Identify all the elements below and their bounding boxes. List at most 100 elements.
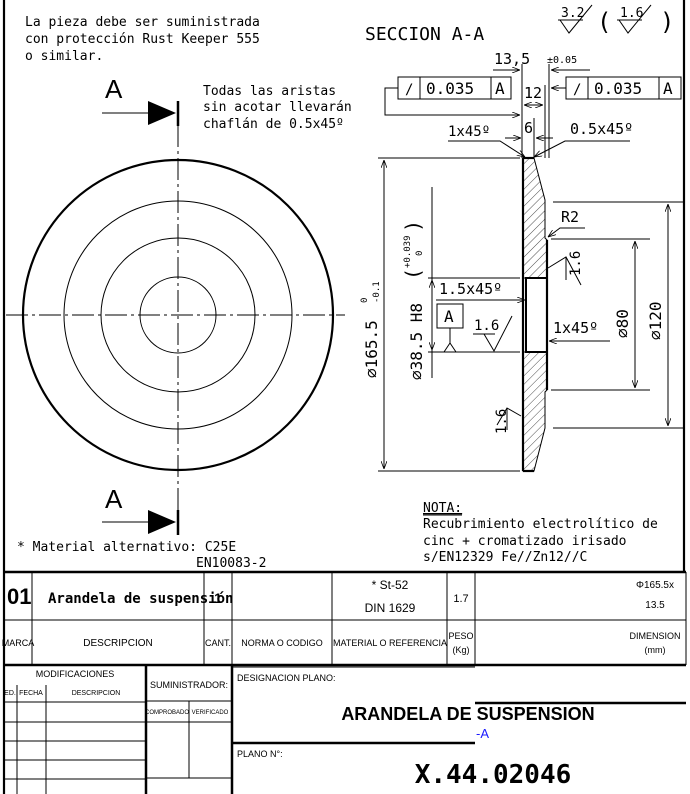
mod-col-ed: ED. <box>4 690 16 697</box>
outer-tol-upper: 0 <box>360 298 370 303</box>
radius-value: R2 <box>561 208 579 226</box>
note-line: chaflán de 0.5x45º <box>203 117 344 132</box>
thickness-tol: ±0.05 <box>547 55 577 66</box>
roughness-value: 1.6 <box>568 251 584 276</box>
suministrador-label: SUMINISTRADOR: <box>150 680 228 690</box>
row-material-1: * St-52 <box>372 578 409 592</box>
roughness-bore: 1.6 <box>473 315 513 353</box>
fcf-right: / 0.035 A <box>551 76 682 100</box>
section-title: SECCION A-A <box>365 24 484 45</box>
dim-80: ⌀80 <box>551 238 650 391</box>
dim-12: 12 <box>524 84 546 158</box>
chamfer-1-label: 1x45º <box>448 124 525 157</box>
runout-symbol: / <box>573 82 581 98</box>
paren-close: ) <box>660 8 674 36</box>
dim-outer-diameter: ⌀165.5 0 -0.1 <box>360 157 520 472</box>
roughness-value: 3.2 <box>561 6 584 21</box>
dim-120: ⌀120 <box>553 201 684 429</box>
outer-diameter-value: ⌀165.5 <box>362 320 381 378</box>
paren-open: ( <box>401 268 425 280</box>
section-label: A <box>105 484 123 514</box>
row-dimension-2: 13.5 <box>645 600 665 611</box>
roughness-value: 1.6 <box>620 6 643 21</box>
dim-12-value: 12 <box>524 84 542 102</box>
header-dimension-1: DIMENSION <box>629 631 680 641</box>
note-line: Todas las aristas <box>203 84 336 99</box>
roughness-value: 1.6 <box>494 409 510 434</box>
header-marca: MARCA <box>2 638 35 648</box>
verificado-label: VERIFICADO <box>192 710 229 716</box>
front-view <box>6 125 345 515</box>
datum-label: A <box>444 307 454 326</box>
mod-col-fecha: FECHA <box>19 690 43 697</box>
row-material-2: DIN 1629 <box>365 601 416 615</box>
chamfer-1b-label: 1x45º <box>549 319 610 341</box>
bore-tol-upper: +0.039 <box>403 235 413 268</box>
dim-bore-diameter: ⌀38.5 H8 ( +0.039 0 ) <box>401 187 520 380</box>
dim-6: 6 <box>505 118 553 158</box>
row-descripcion: Arandela de suspensión <box>48 591 233 607</box>
dia-80-value: ⌀80 <box>613 309 632 338</box>
mod-col-descripcion: DESCRIPCION <box>72 690 121 697</box>
coating-note: NOTA: Recubrimiento electrolítico de cin… <box>423 501 658 565</box>
chamfer-value: 0.5x45º <box>570 120 633 138</box>
note-line: o similar. <box>25 49 103 64</box>
nota-line: s/EN12329 Fe//Zn12//C <box>423 550 587 565</box>
section-arrow-bottom: A <box>102 484 180 535</box>
roughness-value: 1.6 <box>474 318 499 334</box>
chamfer-value: 1.5x45º <box>439 280 502 298</box>
dia-120-value: ⌀120 <box>646 301 665 340</box>
edges-note: Todas las aristas sin acotar llevarán ch… <box>203 84 352 132</box>
fcf-value: 0.035 <box>426 79 474 98</box>
header-peso-2: (Kg) <box>452 645 469 655</box>
header-material: MATERIAL O REFERENCIA <box>333 638 447 648</box>
dim-thickness: 13,5 ±0.05 <box>493 50 590 158</box>
comprobado-label: COMPROBADO <box>145 710 189 716</box>
header-cant: CANT. <box>205 638 231 648</box>
revision-label: -A <box>476 726 489 741</box>
row-marca: 01 <box>7 584 31 609</box>
nota-title: NOTA: <box>423 501 462 516</box>
paren-open: ( <box>597 8 611 36</box>
designacion-label: DESIGNACION PLANO: <box>237 673 336 683</box>
nota-line: Recubrimiento electrolítico de <box>423 517 658 532</box>
header-norma: NORMA O CODIGO <box>241 638 323 648</box>
note-line: La pieza debe ser suministrada <box>25 15 260 30</box>
note-line: sin acotar llevarán <box>203 100 352 115</box>
plano-number: X.44.02046 <box>415 760 572 790</box>
note-line: con protección Rust Keeper 555 <box>25 32 260 47</box>
plano-label: PLANO N°: <box>237 749 283 759</box>
row-peso: 1.7 <box>453 593 468 605</box>
protection-note: La pieza debe ser suministrada con prote… <box>25 15 260 64</box>
fcf-value: 0.035 <box>594 79 642 98</box>
chamfer-05-label: 0.5x45º <box>534 120 633 157</box>
outer-tol-lower: -0.1 <box>372 281 382 303</box>
section-arrow-top: A <box>102 74 180 126</box>
chamfer-value: 1x45º <box>553 319 598 337</box>
roughness-face-left: 1.6 <box>494 407 522 434</box>
fcf-datum: A <box>663 79 673 98</box>
radius-label: R2 <box>548 208 585 237</box>
runout-symbol: / <box>405 82 413 98</box>
paren-close: ) <box>401 220 425 232</box>
thickness-value: 13,5 <box>494 50 530 68</box>
row-dimension-1: Φ165.5x <box>636 580 674 591</box>
material-alt-note: * Material alternativo: C25E <box>17 540 236 555</box>
designacion-value: ARANDELA DE SUSPENSION <box>341 704 594 724</box>
chamfer-15-label: 1.5x45º <box>436 280 525 300</box>
row-cant: 1 <box>214 590 222 606</box>
header-dimension-2: (mm) <box>645 645 666 655</box>
chamfer-value: 1x45º <box>448 124 490 140</box>
bore-diameter-value: ⌀38.5 H8 <box>407 303 426 380</box>
fcf-datum: A <box>495 79 505 98</box>
section-profile <box>521 156 549 473</box>
roughness-general: 3.2 ( 1.6 ) <box>558 4 674 36</box>
fcf-left: / 0.035 A <box>384 76 520 115</box>
section-label: A <box>105 74 123 104</box>
roughness-face-right: 1.6 <box>547 251 584 286</box>
header-descripcion: DESCRIPCION <box>83 638 152 649</box>
material-alt-std: EN10083-2 <box>196 556 266 571</box>
modificaciones-header: MODIFICACIONES <box>36 669 115 679</box>
